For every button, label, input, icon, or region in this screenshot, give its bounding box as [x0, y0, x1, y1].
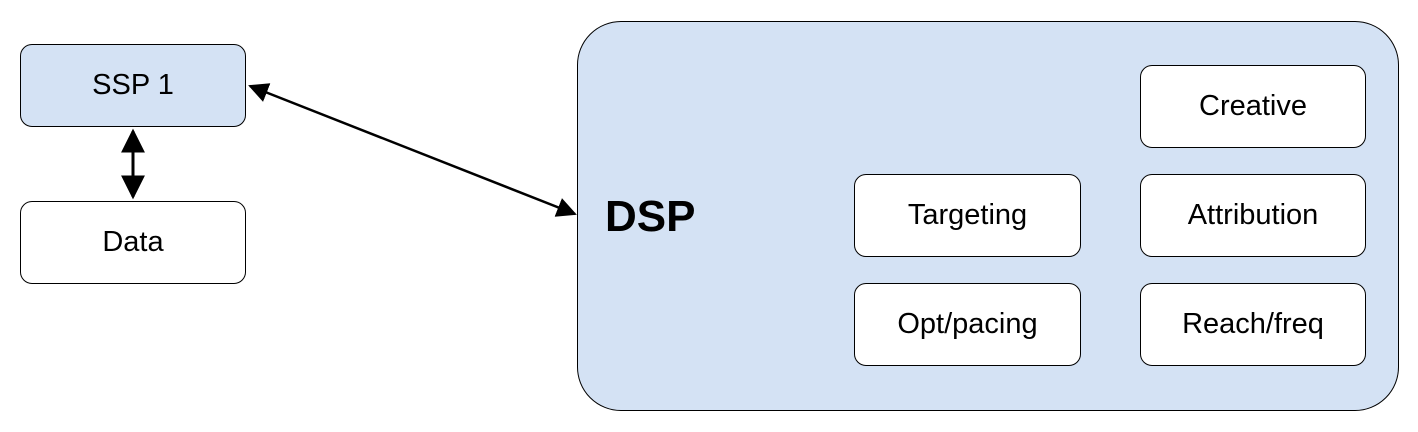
attribution-label: Attribution	[1187, 199, 1319, 231]
targeting-node: Targeting	[854, 174, 1081, 257]
data-label: Data	[102, 226, 164, 258]
ssp1-label: SSP 1	[92, 69, 174, 101]
opt-pacing-label: Opt/pacing	[897, 308, 1038, 340]
reach-freq-label: Reach/freq	[1182, 308, 1324, 340]
targeting-label: Targeting	[907, 199, 1028, 231]
ssp1-dsp-arrow	[248, 83, 577, 217]
ssp1-node: SSP 1	[20, 44, 246, 127]
data-node: Data	[20, 201, 246, 284]
creative-node: Creative	[1140, 65, 1366, 148]
reach-freq-node: Reach/freq	[1140, 283, 1366, 366]
dsp-label: DSP	[605, 192, 696, 241]
creative-label: Creative	[1199, 90, 1307, 122]
attribution-node: Attribution	[1140, 174, 1366, 257]
opt-pacing-node: Opt/pacing	[854, 283, 1081, 366]
